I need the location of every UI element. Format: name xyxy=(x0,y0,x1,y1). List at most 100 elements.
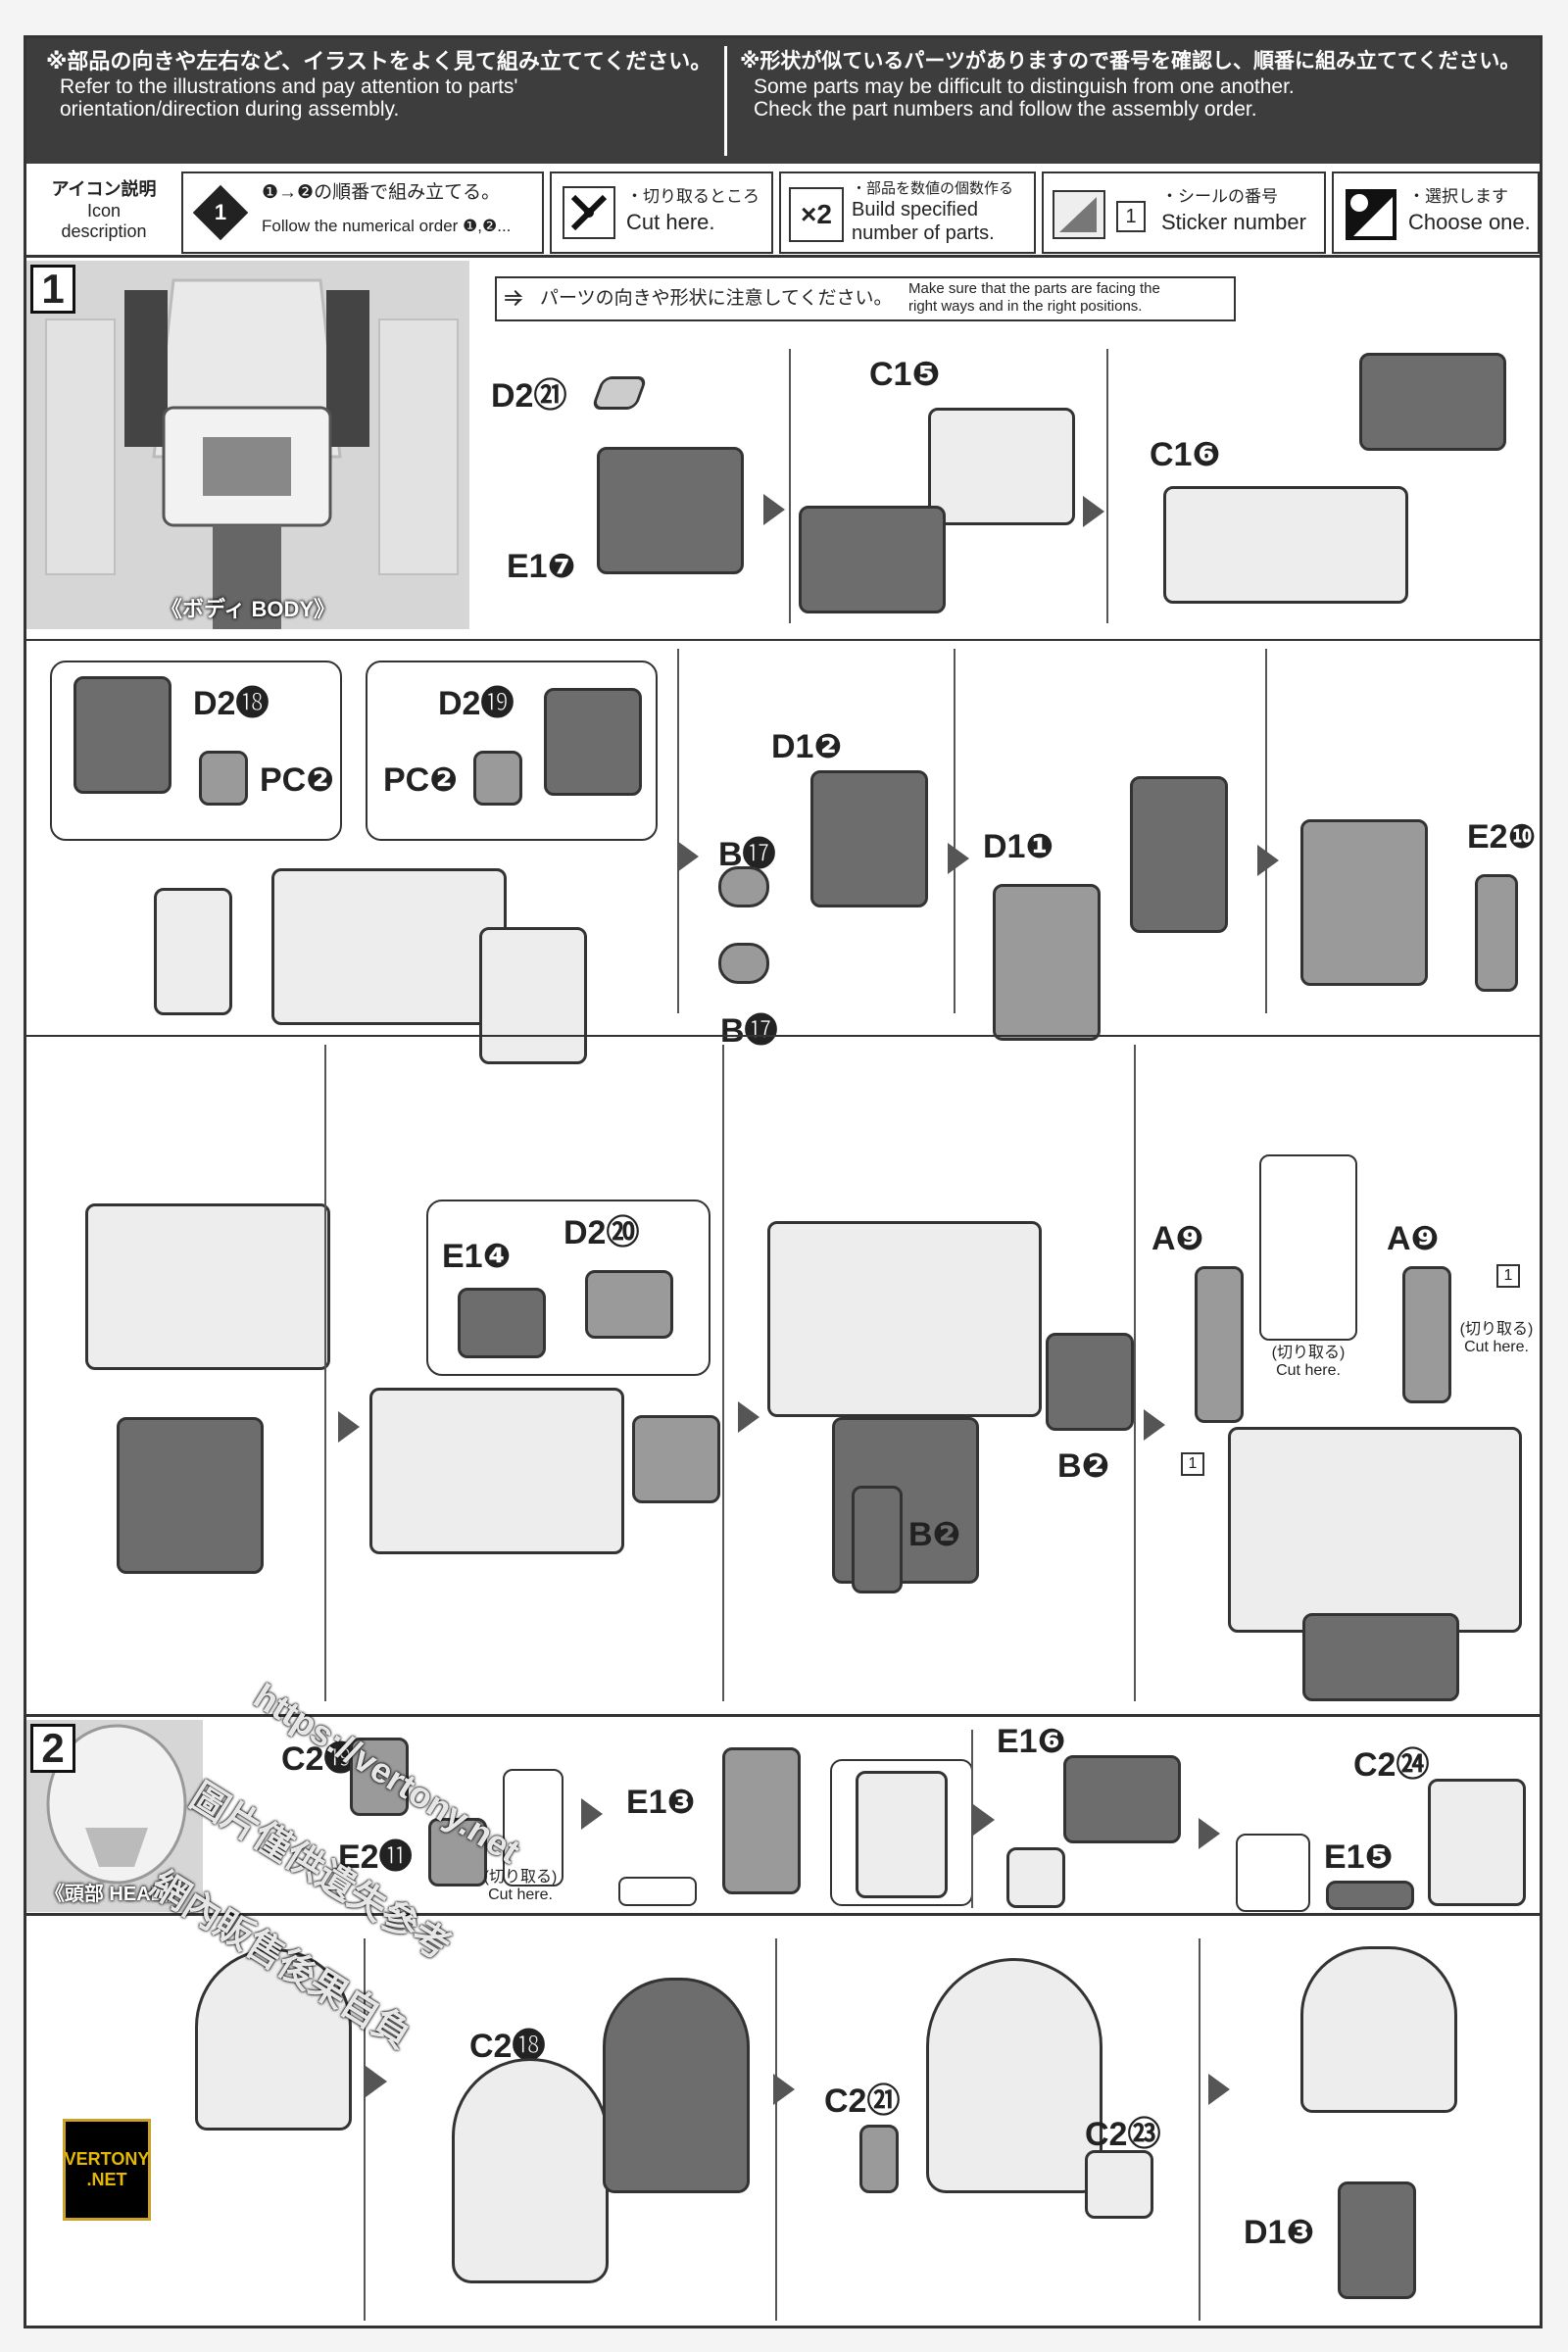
separator xyxy=(789,349,791,623)
sticker-jp: ・シールの番号 xyxy=(1161,187,1278,206)
waist-assembly xyxy=(117,1417,264,1574)
step-arrow xyxy=(973,1804,995,1836)
cut-tip-right-en: Cut here. xyxy=(1464,1339,1529,1355)
separator xyxy=(1134,1045,1136,1701)
step-1-section: 《ボディ BODY》 1 ⥤ パーツの向きや形状に注意してください。 Make … xyxy=(26,261,1540,1717)
header-right-en1: Some parts may be difficult to distingui… xyxy=(754,75,1295,98)
part-c1-6 xyxy=(1163,486,1408,604)
assembly-torso xyxy=(271,868,507,1025)
header-left-jp: ※部品の向きや左右など、イラストをよく見て組み立ててください。 xyxy=(46,49,712,74)
part-label-d2-19: D2⓳ xyxy=(438,685,514,722)
body-preview-image: 《ボディ BODY》 xyxy=(26,261,469,629)
count-en1: Build specified xyxy=(852,199,978,220)
assembly-torso-top xyxy=(1359,353,1506,451)
step-arrow xyxy=(773,2074,795,2105)
legend-title-en1: Icon xyxy=(86,201,122,220)
sticker-icon xyxy=(1053,190,1105,239)
part-d1-2 xyxy=(810,770,928,907)
nipper-icon xyxy=(563,186,615,239)
part-e1-7 xyxy=(597,447,744,574)
legend-title-jp: アイコン説明 xyxy=(51,179,157,199)
choose-en: Choose one. xyxy=(1408,210,1531,234)
part-label-e1-4: E1❹ xyxy=(442,1238,512,1275)
step-arrow xyxy=(366,2066,387,2097)
part-b-2-right xyxy=(1046,1333,1134,1431)
part-label-c2-21: C2㉑ xyxy=(824,2082,901,2120)
part-label-pc-2-right: PC❷ xyxy=(383,761,459,799)
header-right-jp: ※形状が似ているパーツがありますので番号を確認し、順番に組み立ててください。 xyxy=(740,50,1521,73)
part-a-9-left xyxy=(1195,1266,1244,1423)
note-en2: right ways and in the right positions. xyxy=(908,298,1143,315)
order-jp: ❶→❷の順番で組み立てる。 xyxy=(262,182,501,203)
sticker-number-box: 1 xyxy=(1116,201,1146,232)
step-arrow xyxy=(1144,1409,1165,1441)
part-label-d1-1: D1❶ xyxy=(983,828,1054,865)
separator xyxy=(1106,349,1108,623)
step-arrow xyxy=(1199,1818,1220,1849)
part-label-c2-24: C2㉔ xyxy=(1353,1746,1430,1784)
part-pc-2-left xyxy=(199,751,248,806)
step-arrow xyxy=(338,1411,360,1443)
part-c2-18 xyxy=(452,2058,609,2283)
completed-torso xyxy=(1228,1427,1522,1633)
part-label-b-2-right: B❷ xyxy=(1057,1447,1110,1485)
step-2-number: 2 xyxy=(30,1724,75,1773)
part-label-c2-23: C2㉓ xyxy=(1085,2116,1161,2153)
icon-legend: アイコン説明 Icon description 1 ❶→❷の順番で組み立てる。 … xyxy=(26,168,1540,258)
separator xyxy=(324,1045,326,1701)
part-d2-20-placed xyxy=(632,1415,720,1503)
e1-5-detail-bubble xyxy=(1236,1834,1310,1912)
torso-assembly-2 xyxy=(369,1388,624,1554)
cut-tip-right-jp: (切り取る) xyxy=(1459,1321,1534,1338)
sticker-en: Sticker number xyxy=(1161,210,1306,234)
legend-cut: ・切り取るところ Cut here. xyxy=(550,172,773,254)
assembly-d1-2 xyxy=(1130,776,1228,933)
side-armor-left xyxy=(154,888,232,1015)
legend-choose: ・選択します Choose one. xyxy=(1332,172,1540,254)
step-arrow xyxy=(1208,2074,1230,2105)
separator xyxy=(677,649,679,1013)
step-arrow xyxy=(763,494,785,525)
sticker-1-right: 1 xyxy=(1496,1264,1520,1288)
vertony-logo: VERTONY .NET xyxy=(63,2119,151,2221)
step-arrow xyxy=(581,1798,603,1830)
note-jp: パーツの向きや形状に注意してください。 xyxy=(540,288,893,309)
part-c1-5 xyxy=(928,408,1075,525)
separator xyxy=(1265,649,1267,1013)
order-diamond-icon: 1 xyxy=(192,184,249,241)
part-label-e1-3: E1❸ xyxy=(626,1784,696,1821)
arrow-note-icon: ⥤ xyxy=(505,284,522,309)
part-d1-1 xyxy=(993,884,1101,1041)
logo-line-1: VERTONY xyxy=(64,2149,150,2169)
part-label-a-9-right: A❾ xyxy=(1387,1220,1440,1257)
completed-head xyxy=(1300,1946,1457,2113)
logo-line-2: .NET xyxy=(86,2170,127,2189)
part-b-2-bottom xyxy=(852,1486,903,1593)
separator xyxy=(364,1938,366,2321)
part-d2-18 xyxy=(74,676,172,794)
cut-tip-head-en: Cut here. xyxy=(488,1886,553,1903)
header-left: ※部品の向きや左右など、イラストをよく見て組み立ててください。 Refer to… xyxy=(46,48,732,121)
part-label-e1-5: E1❺ xyxy=(1324,1838,1394,1876)
part-label-b-2-bottom: B❷ xyxy=(908,1516,961,1553)
part-label-e1-7: E1❼ xyxy=(507,548,576,585)
cut-en: Cut here. xyxy=(626,210,715,234)
face-detail-bubble xyxy=(618,1877,697,1906)
cut-tip-right: (切り取る) Cut here. xyxy=(1447,1321,1545,1356)
head-back-assembly xyxy=(195,1948,352,2131)
part-label-e1-6: E1❻ xyxy=(997,1723,1066,1760)
part-label-b-17-bottom: B⓱ xyxy=(720,1012,778,1050)
row-divider xyxy=(26,1035,1540,1037)
part-e1-5 xyxy=(1326,1881,1414,1910)
part-e1-6 xyxy=(1063,1755,1181,1843)
part-b-17-top xyxy=(718,866,769,907)
cut-tip-head-jp: (切り取る) xyxy=(483,1869,558,1886)
part-label-d2-21: D2㉑ xyxy=(491,377,567,415)
step-arrow xyxy=(738,1401,760,1433)
part-d2-19 xyxy=(544,688,642,796)
body-caption: 《ボディ BODY》 xyxy=(160,597,336,621)
count-jp: ・部品を数値の個数作る xyxy=(852,180,1014,197)
step-2-row-1: 《頭部 HEAD》 2 C2⓳ E2⓫ (切り取る) Cut here. E1❸… xyxy=(26,1720,1540,1916)
row-divider xyxy=(26,639,1540,641)
header-divider xyxy=(724,46,727,156)
